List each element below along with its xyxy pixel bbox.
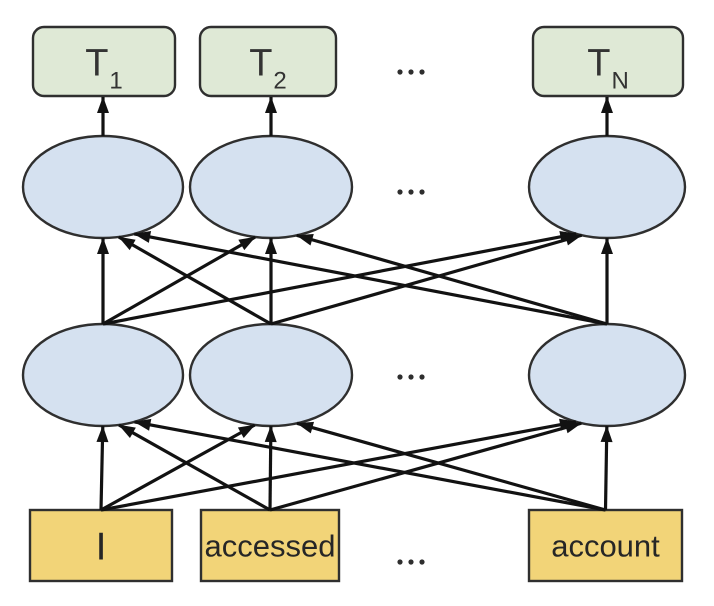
ellipsis-dot bbox=[397, 559, 403, 565]
output-token-box-tn bbox=[531, 25, 685, 98]
input-word-label-w1: I bbox=[96, 526, 107, 569]
ellipsis-dot bbox=[419, 559, 425, 565]
output-token-box-t1 bbox=[31, 25, 177, 98]
ellipsis-dots bbox=[397, 189, 425, 195]
ellipsis-dot bbox=[408, 189, 414, 195]
edge-w1-h1n bbox=[100, 418, 577, 512]
edge-h1a-h2n bbox=[102, 230, 577, 326]
hidden-unit-ellipse-h1n bbox=[527, 322, 687, 428]
ellipsis-dot bbox=[408, 69, 414, 75]
ellipsis-dot bbox=[419, 69, 425, 75]
edge-h1n-h2b bbox=[296, 233, 608, 326]
input-word-label-w3: account bbox=[551, 529, 660, 564]
edge-w3-h1n bbox=[600, 425, 613, 511]
output-token-label-subscript: N bbox=[611, 68, 628, 95]
output-token-label-subscript: 1 bbox=[109, 68, 122, 95]
output-token-box-t2 bbox=[198, 25, 338, 98]
edge-w2-h1a bbox=[118, 423, 271, 512]
edges-input-to-hidden1 bbox=[96, 418, 613, 512]
edge-h1b-h2a bbox=[117, 235, 272, 326]
input-word-label-w2: accessed bbox=[205, 529, 336, 564]
edge-w1-h1a bbox=[96, 425, 109, 511]
input-word-box-w3 bbox=[527, 508, 684, 583]
hidden-layer-2 bbox=[21, 134, 687, 240]
ellipsis-dot bbox=[419, 189, 425, 195]
hidden-unit-ellipse-h2a bbox=[21, 134, 185, 240]
edges-hidden2-to-output bbox=[97, 96, 613, 136]
edge-h1b-h2n bbox=[270, 233, 583, 326]
ellipsis-dot bbox=[408, 559, 414, 565]
edge-h1n-h2a bbox=[133, 231, 608, 326]
hidden-unit-ellipse-h2n bbox=[527, 134, 687, 240]
hidden-unit-ellipse-h1a bbox=[21, 322, 185, 428]
hidden-unit-ellipse-h2b bbox=[188, 134, 354, 240]
ellipsis-dot bbox=[419, 374, 425, 380]
edge-w3-h1a bbox=[133, 418, 606, 512]
ellipsis-dot bbox=[408, 374, 414, 380]
ellipsis-dot bbox=[397, 374, 403, 380]
edge-w3-h1b bbox=[296, 421, 606, 512]
ellipsis-column bbox=[397, 69, 425, 565]
ellipsis-dots bbox=[397, 69, 425, 75]
hidden-unit-ellipse-h1b bbox=[188, 322, 354, 428]
output-token-label-base: T bbox=[85, 43, 108, 85]
ellipsis-dot bbox=[397, 189, 403, 195]
output-token-label-tn: TN bbox=[587, 43, 629, 95]
hidden-layer-1 bbox=[21, 322, 687, 428]
edge-w2-h1b bbox=[264, 425, 277, 511]
edges-hidden1-to-hidden2 bbox=[97, 230, 613, 326]
ellipsis-dots bbox=[397, 374, 425, 380]
ellipsis-dots bbox=[397, 559, 425, 565]
ellipsis-dot bbox=[397, 69, 403, 75]
output-token-label-base: T bbox=[587, 43, 610, 85]
output-token-label-subscript: 2 bbox=[273, 68, 286, 95]
output-token-label-base: T bbox=[249, 43, 272, 85]
input-word-box-w2 bbox=[199, 508, 341, 583]
output-token-label-t2: T2 bbox=[249, 43, 287, 95]
output-token-label-t1: T1 bbox=[85, 43, 123, 95]
edge-w2-h1n bbox=[269, 421, 582, 512]
